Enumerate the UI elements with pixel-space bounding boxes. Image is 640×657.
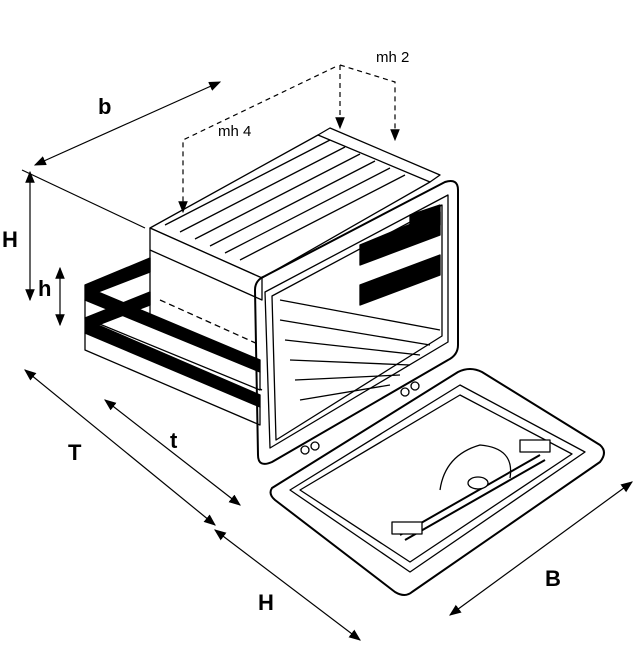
dimension-lines xyxy=(21,64,633,641)
label-T-depth: T xyxy=(68,440,82,465)
label-mh2: mh 2 xyxy=(376,49,410,66)
label-mh4: mh 4 xyxy=(218,123,252,140)
label-h-drawer: h xyxy=(38,276,52,301)
label-H-height: H xyxy=(2,227,18,252)
open-door xyxy=(269,368,605,596)
label-b: b xyxy=(98,94,112,119)
label-H-door: H xyxy=(258,590,274,615)
front-frame xyxy=(254,180,459,465)
label-t-inner-depth: t xyxy=(170,428,178,453)
box-body xyxy=(149,127,441,391)
label-B-width: B xyxy=(545,566,561,591)
